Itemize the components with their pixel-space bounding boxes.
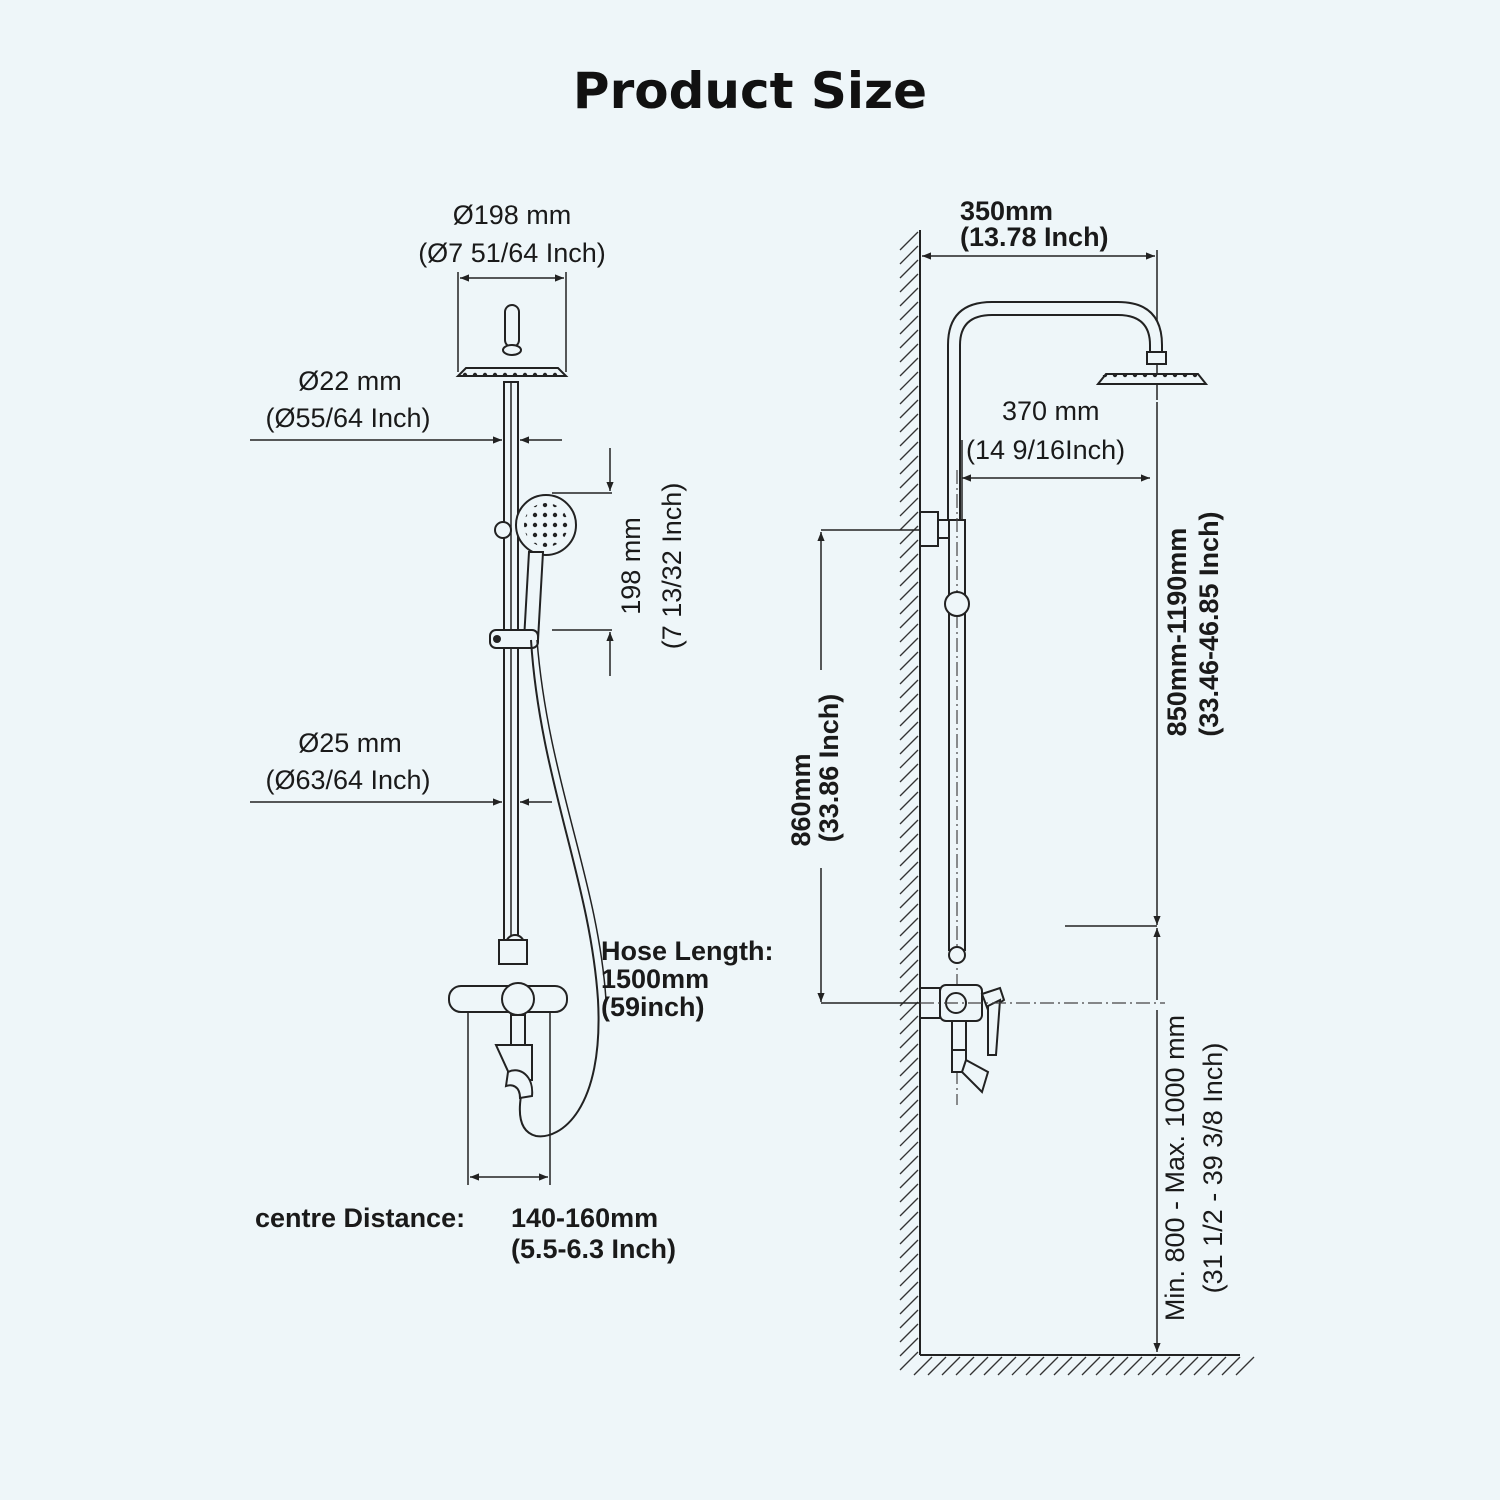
centre-distance-label: centre Distance: (255, 1203, 465, 1233)
mixer-valve (448, 934, 568, 1100)
hand-shower (489, 494, 577, 649)
hose-length-inch: (59inch) (601, 992, 705, 1022)
hand-shower-length-mm: 198 mm (616, 517, 646, 615)
hose-length-label: Hose Length: (601, 936, 774, 966)
hose-length-mm: 1500mm (601, 964, 709, 994)
hand-shower-length-inch: (7 13/32 Inch) (657, 483, 687, 650)
arm-projection-inch: (13.78 Inch) (960, 222, 1109, 252)
bracket-to-mixer-mm: 860mm (786, 753, 816, 846)
floor-hatch (913, 1356, 1255, 1376)
height-adjust-inch: (33.46-46.85 Inch) (1194, 511, 1224, 736)
side-mixer (919, 946, 1006, 1094)
side-view: 350mm (13.78 Inch) 370 mm (14 9/16Inch) … (786, 196, 1255, 1376)
mixer-height-mm: Min. 800 - Max. 1000 mm (1160, 1015, 1190, 1321)
head-diameter-inch: (Ø7 51/64 Inch) (418, 238, 606, 268)
mixer-height-inch: (31 1/2 - 39 3/8 Inch) (1198, 1043, 1228, 1294)
height-adjust-mm: 850mm-1190mm (1162, 528, 1192, 737)
arm-inner-inch: (14 9/16Inch) (966, 435, 1125, 465)
centre-distance-mm: 140-160mm (511, 1203, 658, 1233)
lower-pipe-diameter-mm: Ø25 mm (298, 728, 402, 758)
page-title: Product Size (573, 62, 927, 120)
upper-pipe-diameter-inch: (Ø55/64 Inch) (265, 403, 430, 433)
arm-swivel (1146, 351, 1167, 365)
arm-projection-mm: 350mm (960, 196, 1053, 226)
bracket-to-mixer-inch: (33.86 Inch) (814, 694, 844, 843)
wall-bracket (919, 511, 939, 547)
centre-distance-inch: (5.5-6.3 Inch) (511, 1234, 676, 1264)
front-view: Ø198 mm (Ø7 51/64 Inch) Ø22 mm (Ø55/64 I… (250, 200, 774, 1264)
upper-pipe-diameter-mm: Ø22 mm (298, 366, 402, 396)
lower-pipe-diameter-inch: (Ø63/64 Inch) (265, 765, 430, 795)
wall-hatch (899, 231, 919, 1371)
head-diameter-mm: Ø198 mm (453, 200, 572, 230)
side-rain-head (1095, 373, 1209, 385)
shower-hose (518, 639, 600, 1138)
arm-inner-mm: 370 mm (1002, 396, 1100, 426)
rain-shower-head (455, 304, 569, 377)
slider-holder (944, 591, 970, 617)
